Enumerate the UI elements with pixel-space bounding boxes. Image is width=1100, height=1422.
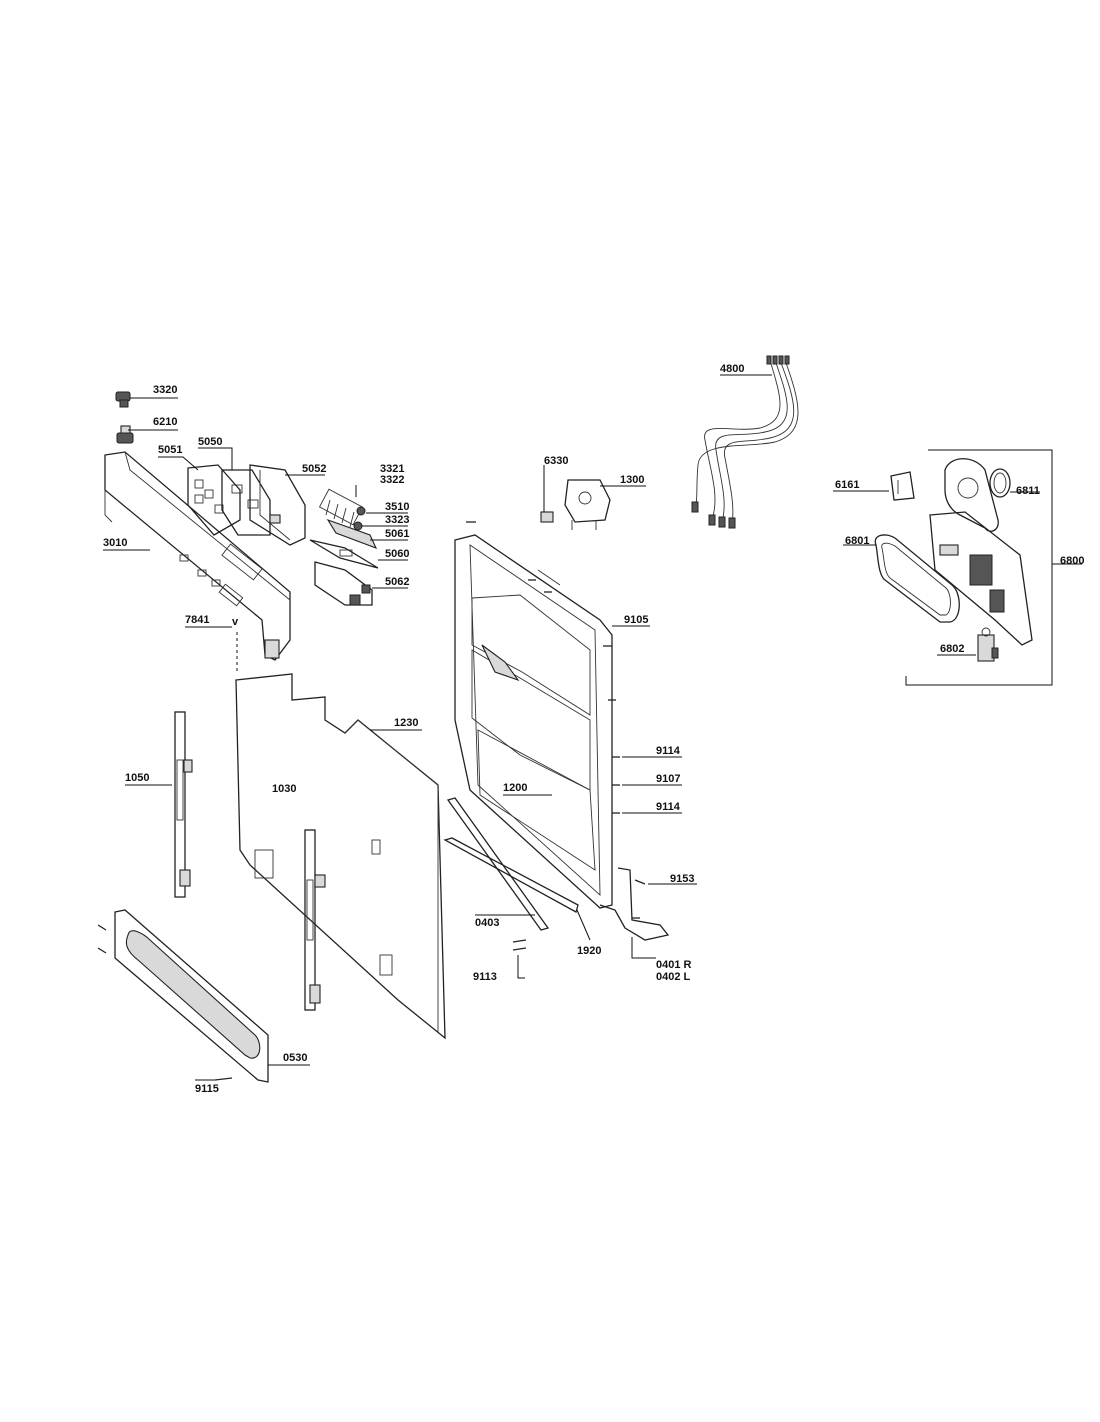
label-9105: 9105 <box>624 614 648 626</box>
screws-door-side <box>466 521 640 919</box>
bracket-6800 <box>905 449 1053 686</box>
label-0401r: 0401 R <box>656 959 692 971</box>
knob-3320 <box>115 391 131 408</box>
label-6161: 6161 <box>835 479 859 491</box>
screw-9153 <box>634 879 646 885</box>
module-5062 <box>314 561 373 606</box>
label-0403: 0403 <box>475 917 499 929</box>
inner-door-1200 <box>454 534 613 909</box>
label-9107: 9107 <box>656 773 680 785</box>
label-7841: 7841 <box>185 614 209 626</box>
label-9114-lower: 9114 <box>656 801 681 813</box>
label-6210: 6210 <box>153 416 177 428</box>
label-9153: 9153 <box>670 873 694 885</box>
bracket-1050-right <box>304 829 326 1011</box>
leader-lines <box>103 374 1082 1081</box>
knob-6210 <box>116 425 134 444</box>
clip-6330 <box>540 511 554 523</box>
seal-ring-6811 <box>989 468 1011 498</box>
label-9114-upper: 9114 <box>656 745 681 757</box>
label-7841-v: v <box>232 616 239 628</box>
wiring-harness-4800 <box>691 355 799 529</box>
parts-3323 <box>353 521 363 531</box>
label-9115: 9115 <box>195 1083 219 1095</box>
label-3321: 3321 <box>380 463 404 475</box>
control-panel-3010 <box>104 451 291 661</box>
label-5061: 5061 <box>385 528 409 540</box>
label-6800: 6800 <box>1060 555 1084 567</box>
label-5050: 5050 <box>198 436 222 448</box>
label-3510: 3510 <box>385 501 409 513</box>
label-5060: 5060 <box>385 548 409 560</box>
label-6802: 6802 <box>940 643 964 655</box>
label-9113: 9113 <box>473 971 497 983</box>
button-3510 <box>356 506 366 516</box>
gasket-6801 <box>874 534 960 623</box>
label-0530: 0530 <box>283 1052 307 1064</box>
strip-0403 <box>446 797 550 931</box>
label-1920: 1920 <box>577 945 601 957</box>
valve-6802 <box>977 627 999 662</box>
bracket-1050-left <box>174 711 193 898</box>
bracket-0401-0402 <box>599 867 670 941</box>
label-1300: 1300 <box>620 474 644 486</box>
label-5062: 5062 <box>385 576 409 588</box>
dispenser-body <box>929 511 1033 646</box>
label-0402l: 0402 L <box>656 971 691 983</box>
screw-9115 <box>214 1077 233 1081</box>
screws-9113 <box>512 939 527 951</box>
strip-1920 <box>443 837 579 913</box>
kick-plate-0530 <box>114 909 269 1083</box>
keys-3321-3322 <box>318 488 364 528</box>
label-3322: 3322 <box>380 474 404 486</box>
board-5050 <box>221 469 271 536</box>
label-3320: 3320 <box>153 384 177 396</box>
label-6801: 6801 <box>845 535 869 547</box>
screws-kick-plate <box>97 924 107 954</box>
panel-5060 <box>309 539 379 569</box>
label-1200: 1200 <box>503 782 527 794</box>
label-1230: 1230 <box>394 717 418 729</box>
label-3323: 3323 <box>385 514 409 526</box>
label-6811: 6811 <box>1016 485 1040 497</box>
lid-cover <box>944 458 999 532</box>
label-1030: 1030 <box>272 783 296 795</box>
label-1050: 1050 <box>125 772 149 784</box>
label-6330: 6330 <box>544 455 568 467</box>
label-5052: 5052 <box>302 463 326 475</box>
label-3010: 3010 <box>103 537 127 549</box>
door-lock-1300 <box>564 479 611 530</box>
housing-5052 <box>249 464 306 546</box>
door-seal-1230 <box>344 719 439 786</box>
module-5051 <box>187 464 241 536</box>
panel-5061 <box>326 518 378 549</box>
label-5051: 5051 <box>158 444 182 456</box>
clip-6161 <box>890 471 915 501</box>
label-4800: 4800 <box>720 363 744 375</box>
